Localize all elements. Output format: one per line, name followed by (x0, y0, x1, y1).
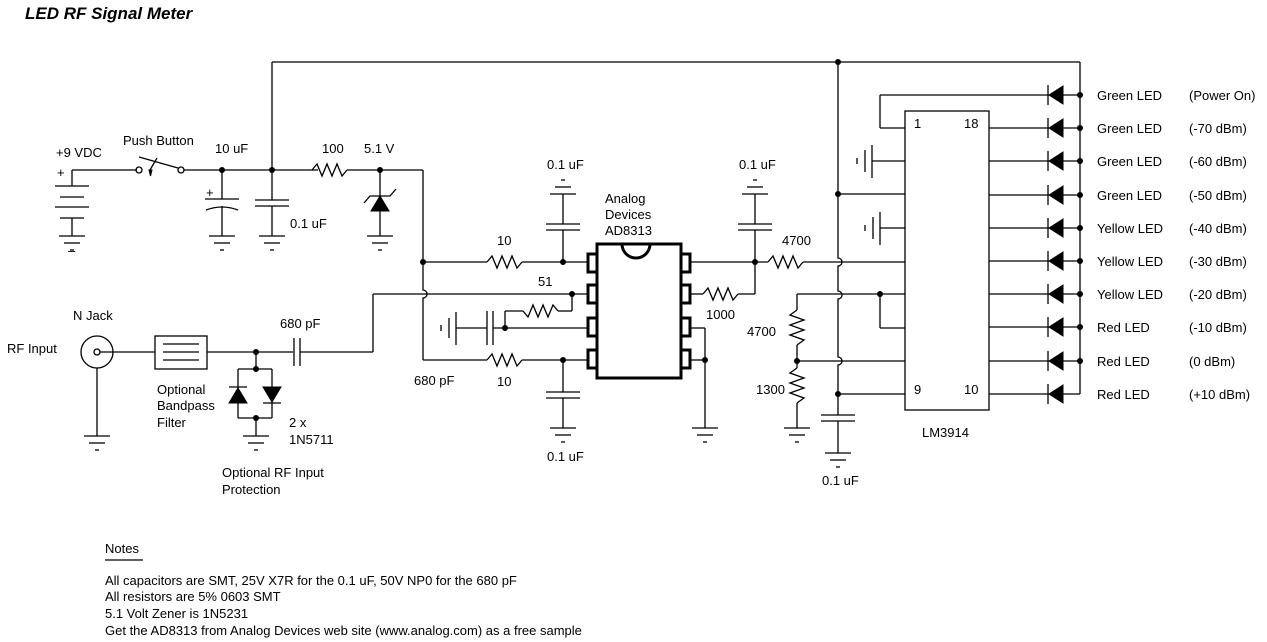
r4700-series-label: 4700 (782, 233, 811, 248)
supply-plus: + (57, 165, 65, 180)
coupling-cap-label: 680 pF (280, 316, 321, 331)
cap-out-label: 0.1 uF (739, 157, 776, 172)
led-row: Green LED (-60 dBm) (989, 151, 1247, 171)
led-name: Yellow LED (1097, 287, 1163, 302)
notes: Notes All capacitors are SMT, 25V X7R fo… (105, 541, 582, 638)
ad8313-label-3: AD8313 (605, 223, 652, 238)
pin-10-label: 10 (964, 382, 978, 397)
rf-input-label: RF Input (7, 341, 57, 356)
input-section: RF Input N Jack Optional Bandpass Filter… (7, 293, 420, 497)
diode-label-1: 2 x (289, 415, 307, 430)
note-line: 5.1 Volt Zener is 1N5231 (105, 606, 248, 621)
led-row: Red LED (-10 dBm) (989, 317, 1247, 337)
filter-label-1: Optional (157, 382, 206, 397)
r1000-label: 1000 (706, 307, 735, 322)
cap-input-label: 680 pF (414, 373, 455, 388)
driver-cap-label: 0.1 uF (822, 473, 859, 488)
led-row: Red LED (0 dBm) (989, 351, 1235, 371)
power-section: +9 VDC + – Push Button 10 uF + 0.1 uF 10… (55, 61, 1080, 262)
supply-label: +9 VDC (56, 145, 102, 160)
led-diode-icon (1048, 118, 1064, 138)
r1300-label: 1300 (756, 382, 785, 397)
led-level: (-30 dBm) (1189, 254, 1247, 269)
led-ladder: Green LED(Power On)Green LED(-70 dBm)Gre… (989, 62, 1255, 404)
electrolytic-label: 10 uF (215, 141, 248, 156)
led-diode-icon (1048, 85, 1064, 105)
led-row: Green LED (-50 dBm) (989, 185, 1247, 205)
led-name: Green LED (1097, 154, 1162, 169)
led-row: Green LED (Power On) (1047, 85, 1255, 105)
supply-minus: – (68, 243, 76, 258)
electrolytic-plus: + (206, 185, 214, 200)
note-line: All capacitors are SMT, 25V X7R for the … (105, 573, 517, 588)
led-name: Red LED (1097, 387, 1150, 402)
led-diode-icon (1048, 185, 1064, 205)
led-diode-icon (1048, 351, 1064, 371)
ad8313-label-1: Analog (605, 191, 645, 206)
led-row: Yellow LED (-20 dBm) (989, 284, 1247, 304)
led-diode-icon (1048, 284, 1064, 304)
led-level: (+10 dBm) (1189, 387, 1250, 402)
led-name: Red LED (1097, 320, 1150, 335)
r10-top-label: 10 (497, 233, 511, 248)
lm3914-label: LM3914 (922, 425, 969, 440)
notes-heading: Notes (105, 541, 139, 556)
detector-section: Analog Devices AD8313 10 10 51 0.1 uF 0.… (414, 157, 835, 464)
led-name: Green LED (1097, 188, 1162, 203)
led-row: Yellow LED (-40 dBm) (989, 218, 1247, 238)
note-line: All resistors are 5% 0603 SMT (105, 589, 281, 604)
led-level: (-10 dBm) (1189, 320, 1247, 335)
led-level: (-70 dBm) (1189, 121, 1247, 136)
note-line: Get the AD8313 from Analog Devices web s… (105, 623, 582, 638)
filter-label-2: Bandpass (157, 398, 215, 413)
cap-bottom-label: 0.1 uF (547, 449, 584, 464)
resistor-100-label: 100 (322, 141, 344, 156)
diode-label-2: 1N5711 (289, 432, 334, 447)
led-level: (Power On) (1189, 88, 1255, 103)
led-name: Yellow LED (1097, 221, 1163, 236)
r10-bottom-label: 10 (497, 374, 511, 389)
driver-section: 1 18 9 10 LM3914 4700 1300 0.1 uF (747, 59, 1049, 488)
led-level: (-40 dBm) (1189, 221, 1247, 236)
protection-label-1: Optional RF Input (222, 465, 324, 480)
pin-9-label: 9 (914, 382, 921, 397)
cap-top-label: 0.1 uF (547, 157, 584, 172)
page-title: LED RF Signal Meter (25, 4, 194, 23)
led-level: (-20 dBm) (1189, 287, 1247, 302)
led-name: Red LED (1097, 354, 1150, 369)
led-name: Green LED (1097, 121, 1162, 136)
bypass-cap-label: 0.1 uF (290, 216, 327, 231)
led-row: Yellow LED (-30 dBm) (989, 251, 1247, 271)
led-row: Green LED (-70 dBm) (989, 118, 1247, 138)
led-diode-icon (1048, 218, 1064, 238)
led-diode-icon (1048, 317, 1064, 337)
filter-label-3: Filter (157, 415, 187, 430)
switch-label: Push Button (123, 133, 194, 148)
pin-1-label: 1 (914, 116, 921, 131)
zener-label: 5.1 V (364, 141, 395, 156)
led-name: Yellow LED (1097, 254, 1163, 269)
connector-label: N Jack (73, 308, 113, 323)
led-diode-icon (1048, 151, 1064, 171)
r4700-divider-label: 4700 (747, 324, 776, 339)
led-diode-icon (1048, 251, 1064, 271)
led-level: (-60 dBm) (1189, 154, 1247, 169)
r51-label: 51 (538, 274, 552, 289)
pin-18-label: 18 (964, 116, 978, 131)
led-level: (0 dBm) (1189, 354, 1235, 369)
led-diode-icon (1048, 384, 1064, 404)
led-level: (-50 dBm) (1189, 188, 1247, 203)
led-row: Red LED (+10 dBm) (989, 384, 1250, 404)
led-name: Green LED (1097, 88, 1162, 103)
ad8313-label-2: Devices (605, 207, 652, 222)
protection-label-2: Protection (222, 482, 281, 497)
